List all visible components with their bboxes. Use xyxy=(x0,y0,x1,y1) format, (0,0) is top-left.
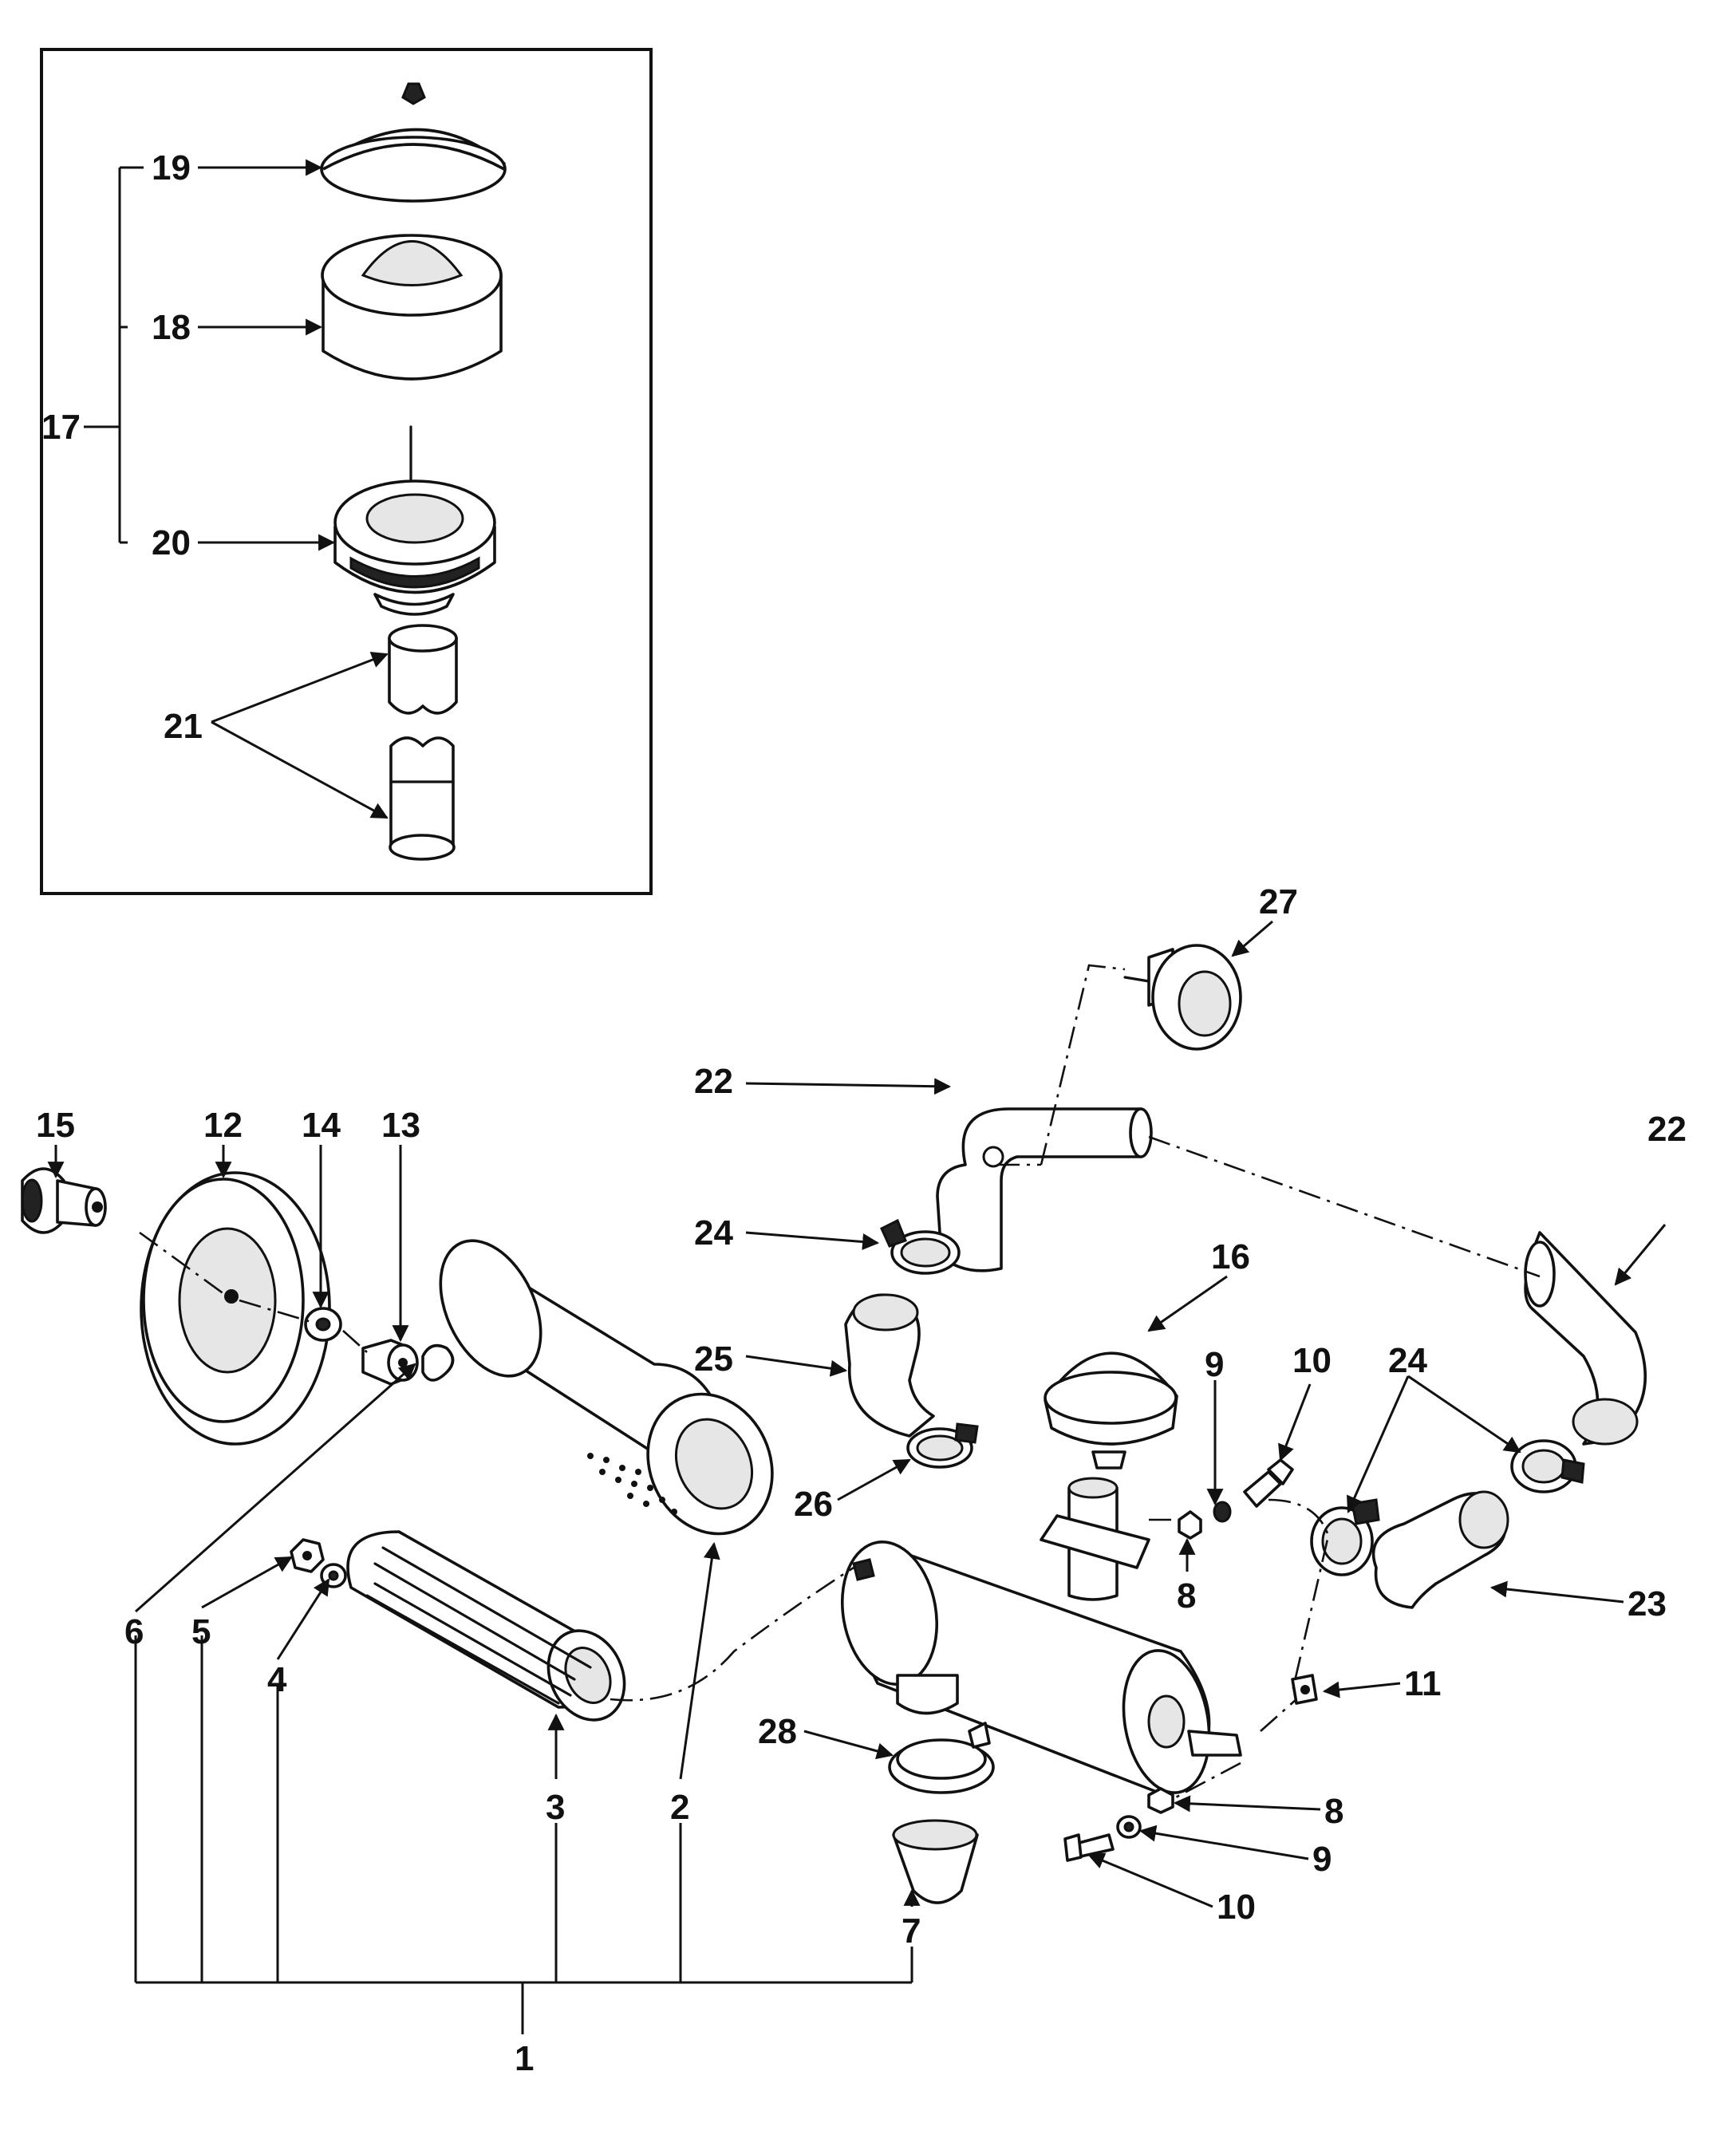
hose-clamp-lower-part xyxy=(906,1422,979,1469)
washer-part xyxy=(304,1307,342,1342)
callout-24-left: 24 xyxy=(694,1213,733,1253)
callout-28: 28 xyxy=(758,1712,797,1751)
primary-filter-element-part xyxy=(439,1239,774,1536)
dust-valve-part xyxy=(892,1819,979,1904)
callout-20: 20 xyxy=(152,523,191,562)
callout-1: 1 xyxy=(515,2039,534,2078)
callout-14: 14 xyxy=(302,1106,341,1145)
connector-hose-part xyxy=(1371,1490,1509,1609)
callout-9-lower: 9 xyxy=(1312,1840,1332,1879)
callout-13: 13 xyxy=(381,1106,420,1145)
callout-26: 26 xyxy=(794,1485,833,1524)
callout-5: 5 xyxy=(191,1612,211,1651)
callout-24-right: 24 xyxy=(1388,1341,1427,1380)
hose-clamp-part xyxy=(888,1722,995,1794)
nut-part xyxy=(290,1538,325,1573)
precleaner-bowl-part xyxy=(321,234,503,381)
callout-25: 25 xyxy=(694,1339,733,1379)
callout-17: 17 xyxy=(41,408,81,447)
callout-4: 4 xyxy=(267,1660,287,1699)
intake-hose-part xyxy=(936,1107,1153,1272)
callout-3: 3 xyxy=(546,1788,565,1827)
air-cleaner-body-part xyxy=(840,1477,1242,1797)
callout-2: 2 xyxy=(670,1788,689,1827)
restriction-indicator-part xyxy=(1123,944,1242,1051)
callout-7: 7 xyxy=(902,1911,921,1951)
callout-15: 15 xyxy=(36,1106,75,1145)
main-leaders xyxy=(47,920,1667,1908)
callout-19: 19 xyxy=(152,148,191,187)
callout-labels: 1 2 3 4 5 6 7 8 8 9 9 10 10 11 12 13 14 … xyxy=(36,148,1687,2078)
wing-nut-part xyxy=(21,1167,107,1234)
callout-11: 11 xyxy=(1404,1664,1442,1703)
callout-22-left: 22 xyxy=(694,1062,733,1101)
callout-12: 12 xyxy=(203,1106,243,1145)
callout-18: 18 xyxy=(152,308,191,347)
callout-21: 21 xyxy=(164,707,203,746)
mounting-clip-part xyxy=(1291,1674,1318,1705)
gasket-part xyxy=(421,1343,455,1382)
precleaner-tube-part xyxy=(388,624,458,861)
inset-leaders xyxy=(84,159,389,819)
lower-hardware-part xyxy=(1063,1787,1174,1862)
hose-clamp-small-part xyxy=(880,1218,961,1275)
callout-27: 27 xyxy=(1259,882,1298,921)
callout-10-lower: 10 xyxy=(1217,1888,1256,1927)
precleaner-separator-part xyxy=(333,425,496,616)
assembly-bracket xyxy=(134,1635,913,2034)
inset-frame xyxy=(40,48,653,895)
wing-bolt-part xyxy=(361,1339,419,1386)
elbow-hose-part xyxy=(844,1293,935,1438)
upper-hardware-part xyxy=(1178,1458,1294,1540)
callout-6: 6 xyxy=(124,1612,144,1651)
callout-22-right: 22 xyxy=(1647,1110,1687,1149)
outlet-hose-part xyxy=(1524,1231,1647,1446)
rain-cap-part xyxy=(1044,1351,1178,1470)
hose-clamp-small-right-part xyxy=(1510,1439,1585,1493)
callout-8-lower: 8 xyxy=(1324,1792,1343,1831)
callout-10-upper: 10 xyxy=(1292,1341,1332,1380)
callout-16: 16 xyxy=(1211,1237,1250,1276)
alignment-lines xyxy=(139,964,1541,1801)
secondary-filter-element-part xyxy=(346,1530,626,1722)
callout-23: 23 xyxy=(1628,1584,1667,1623)
precleaner-cap-part xyxy=(320,82,507,203)
air-cleaner-cover-part xyxy=(140,1171,331,1446)
callout-9-upper: 9 xyxy=(1205,1345,1224,1384)
callout-8-upper: 8 xyxy=(1177,1576,1196,1616)
hose-clamp-left-part xyxy=(1310,1498,1380,1576)
